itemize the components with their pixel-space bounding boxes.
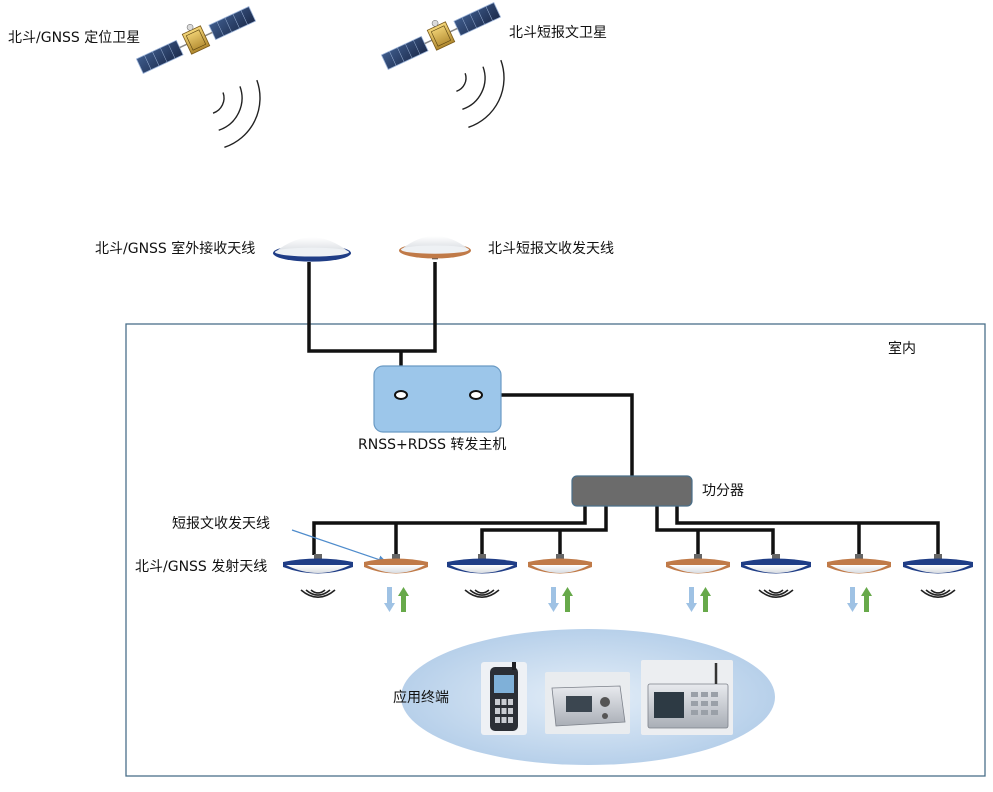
power-splitter-box bbox=[571, 475, 693, 507]
outdoor-short-message-antenna-icon bbox=[399, 236, 471, 260]
gnss-satellite-icon bbox=[135, 6, 257, 74]
link-arrows-icon-2 bbox=[384, 587, 409, 612]
host-port-rnss bbox=[394, 390, 408, 400]
short-message-satellite-icon bbox=[380, 2, 502, 70]
outdoor-gnss-antenna-icon bbox=[273, 237, 351, 262]
cable-host-splitter bbox=[478, 393, 634, 478]
callout-arrow bbox=[291, 529, 387, 564]
cable-gnss-antenna bbox=[307, 262, 437, 353]
signal-waves-icon-6 bbox=[758, 589, 794, 599]
link-arrows-icon-4 bbox=[548, 587, 573, 612]
label-power-splitter: 功分器 bbox=[702, 483, 744, 499]
cable-out-4 bbox=[675, 503, 940, 555]
label-short-message-satellite: 北斗短报文卫星 bbox=[509, 25, 607, 41]
cable-out-3 bbox=[655, 503, 775, 555]
signal-waves-icon-3 bbox=[464, 589, 500, 599]
indoor-gnss-antenna-icon-1 bbox=[283, 554, 353, 574]
short-message-satellite-signal-icon bbox=[456, 59, 505, 129]
indoor-gnss-antenna-icon-6 bbox=[741, 554, 811, 574]
link-arrows-icon-5 bbox=[686, 587, 711, 612]
label-short-message-outdoor-antenna: 北斗短报文收发天线 bbox=[488, 241, 614, 257]
cables bbox=[307, 262, 940, 555]
indoor-short-message-antenna-icon-4 bbox=[528, 554, 592, 574]
label-outdoor-receive-antenna: 北斗/GNSS 室外接收天线 bbox=[95, 241, 256, 257]
desktop-terminal-icon bbox=[545, 672, 630, 734]
cable-out-2 bbox=[480, 503, 608, 555]
cable-out-1 bbox=[312, 503, 587, 555]
indoor-gnss-antenna-icon-3 bbox=[447, 554, 517, 574]
label-transmit-antenna: 北斗/GNSS 发射天线 bbox=[135, 559, 268, 575]
indoor-gnss-antenna-icon-8 bbox=[903, 554, 973, 574]
indoor-short-message-antenna-icon-2 bbox=[364, 554, 428, 574]
label-short-message-indoor-antenna: 短报文收发天线 bbox=[172, 516, 270, 532]
indoor-short-message-antenna-icon-5 bbox=[666, 554, 730, 574]
label-indoor: 室内 bbox=[888, 341, 916, 357]
signal-waves-icon-8 bbox=[920, 589, 956, 599]
label-gnss-satellite: 北斗/GNSS 定位卫星 bbox=[8, 30, 141, 46]
label-terminals: 应用终端 bbox=[393, 690, 449, 706]
link-arrows-icon-7 bbox=[847, 587, 872, 612]
drawn-icons bbox=[135, 2, 973, 735]
indoor-short-message-antenna-icon-7 bbox=[827, 554, 891, 574]
test-instrument-icon bbox=[641, 660, 733, 735]
host-port-rdss bbox=[469, 390, 483, 400]
relay-host-box bbox=[373, 365, 502, 433]
gnss-satellite-signal-icon bbox=[212, 79, 261, 149]
label-relay-host: RNSS+RDSS 转发主机 bbox=[358, 437, 507, 453]
indoor-frame bbox=[125, 323, 986, 777]
signal-waves-icon-1 bbox=[300, 589, 336, 599]
handheld-terminal-icon bbox=[481, 662, 527, 735]
